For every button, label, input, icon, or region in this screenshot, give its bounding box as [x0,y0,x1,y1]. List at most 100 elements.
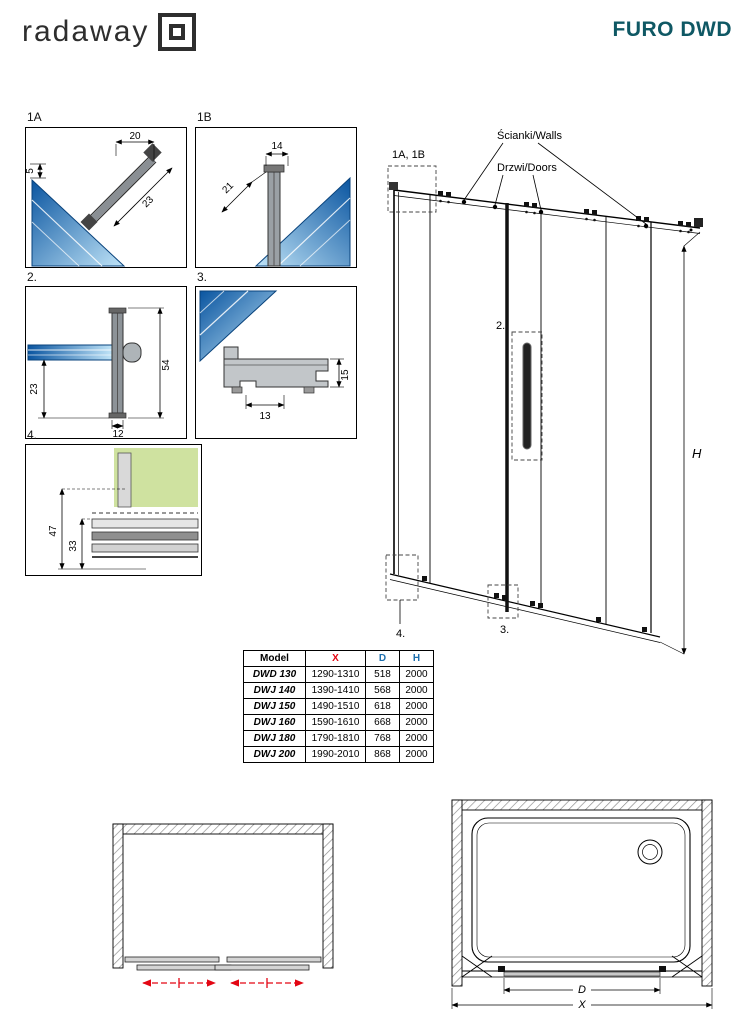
cell-x: 1390-1410 [305,682,366,699]
cell-d: 868 [365,746,400,763]
cell-x: 1590-1610 [305,714,366,731]
cell-model: DWJ 160 [243,714,306,731]
callout-3-label: 3. [500,624,509,636]
spec-table-wrap: Model X D H DWD 130 1290-1310 518 2000 D… [243,650,434,763]
cell-h: 2000 [399,730,434,747]
detail-1a-drawing: 20 5 23 [26,131,173,267]
detail-1b-drawing: 14 21 [220,141,351,267]
table-row: DWJ 150 1490-1510 618 2000 [243,698,434,715]
walls-label: Ścianki/Walls [497,129,562,142]
dimensions [221,151,289,213]
cell-h: 2000 [399,746,434,763]
cell-h: 2000 [399,698,434,715]
table-row: DWD 130 1290-1310 518 2000 [243,666,434,683]
door-frame [389,182,703,643]
dimension-x [451,988,713,1010]
detail-3-label: 3. [197,270,208,284]
dim-21: 21 [220,180,236,196]
cell-d: 668 [365,714,400,731]
leader-dots [461,199,649,229]
detail-1a-label: 1A [27,110,42,124]
brand-logo: radaway [22,12,197,52]
callout-1a-1b-label: 1A, 1B [392,149,425,161]
header-h: H [399,650,434,667]
detail-3-drawing: 15 13 [199,290,351,422]
leader-lines [399,142,647,624]
dim-15: 15 [340,369,351,381]
walls [451,799,713,987]
cell-x: 1490-1510 [305,698,366,715]
cell-h: 2000 [399,682,434,699]
dimensions [245,358,344,409]
dim-d-label: D [578,984,586,996]
elevation-drawing: 1A, 1B Ścianki/Walls Drzwi/Doors 2. 3. 4… [385,129,703,655]
support-strut [80,143,162,231]
detail-callout-boxes [385,165,543,619]
dim-13: 13 [259,411,271,422]
dimensions [30,139,173,227]
dim-5: 5 [26,168,36,174]
cell-model: DWJ 180 [243,730,306,747]
callout-4-label: 4. [396,628,405,640]
brand-logo-mark-icon [158,13,197,51]
spec-table-header-row: Model X D H [243,650,434,667]
top-rollers [438,191,691,234]
detail-2-label: 2. [27,270,38,284]
height-dimension [659,231,701,655]
detail-4-box: 47 33 [25,444,202,576]
glass-panel [27,344,113,361]
dimensions [38,307,164,429]
door-handle-profile [108,307,142,419]
dim-33: 33 [68,540,79,552]
dim-12: 12 [112,429,124,438]
detail-1b-label: 1B [197,110,212,124]
walls [112,823,334,969]
cell-model: DWJ 140 [243,682,306,699]
header-model: Model [243,650,306,667]
cell-x: 1790-1810 [305,730,366,747]
threshold-layers [91,512,199,558]
cell-d: 568 [365,682,400,699]
table-row: DWJ 160 1590-1610 668 2000 [243,714,434,731]
detail-2-box: 54 23 12 [25,286,187,439]
dim-47: 47 [48,525,59,537]
dimensions [58,488,146,570]
spec-table: Model X D H DWD 130 1290-1310 518 2000 D… [243,650,434,763]
header-x: X [305,650,366,667]
cell-h: 2000 [399,666,434,683]
plan-top-view [112,823,334,988]
detail-1a-box: 20 5 23 [25,127,187,268]
callout-2-label: 2. [496,320,505,332]
table-row: DWJ 180 1790-1810 768 2000 [243,730,434,747]
bottom-guides [422,576,647,632]
table-row: DWJ 200 1990-2010 868 2000 [243,746,434,763]
glass-panel [199,290,278,363]
cell-model: DWD 130 [243,666,306,683]
cell-x: 1290-1310 [305,666,366,683]
bottom-rail-profile [223,346,329,394]
doors-label: Drzwi/Doors [497,162,557,174]
cell-model: DWJ 200 [243,746,306,763]
detail-4-label: 4. [27,428,38,442]
door-assembly [461,955,703,978]
dim-x-label: X [577,999,586,1011]
detail-1b-box: 14 21 [195,127,357,268]
cell-x: 1990-2010 [305,746,366,763]
drain-circle [637,839,663,865]
detail-4-drawing: 47 33 [48,448,199,570]
detail-3-box: 15 13 [195,286,357,439]
door-handle [522,342,532,450]
dimension-d [503,978,661,995]
page-title: FURO DWD [612,18,732,41]
dim-14: 14 [271,141,283,152]
sliding-doors-plan [124,956,322,971]
dim-20: 20 [129,131,141,142]
cell-model: DWJ 150 [243,698,306,715]
cell-d: 768 [365,730,400,747]
wall-profile [263,164,285,267]
height-dim-label: H [692,446,702,461]
glass-panel [31,178,126,267]
cell-d: 618 [365,698,400,715]
dim-54: 54 [161,359,172,371]
shower-tray [471,817,691,963]
